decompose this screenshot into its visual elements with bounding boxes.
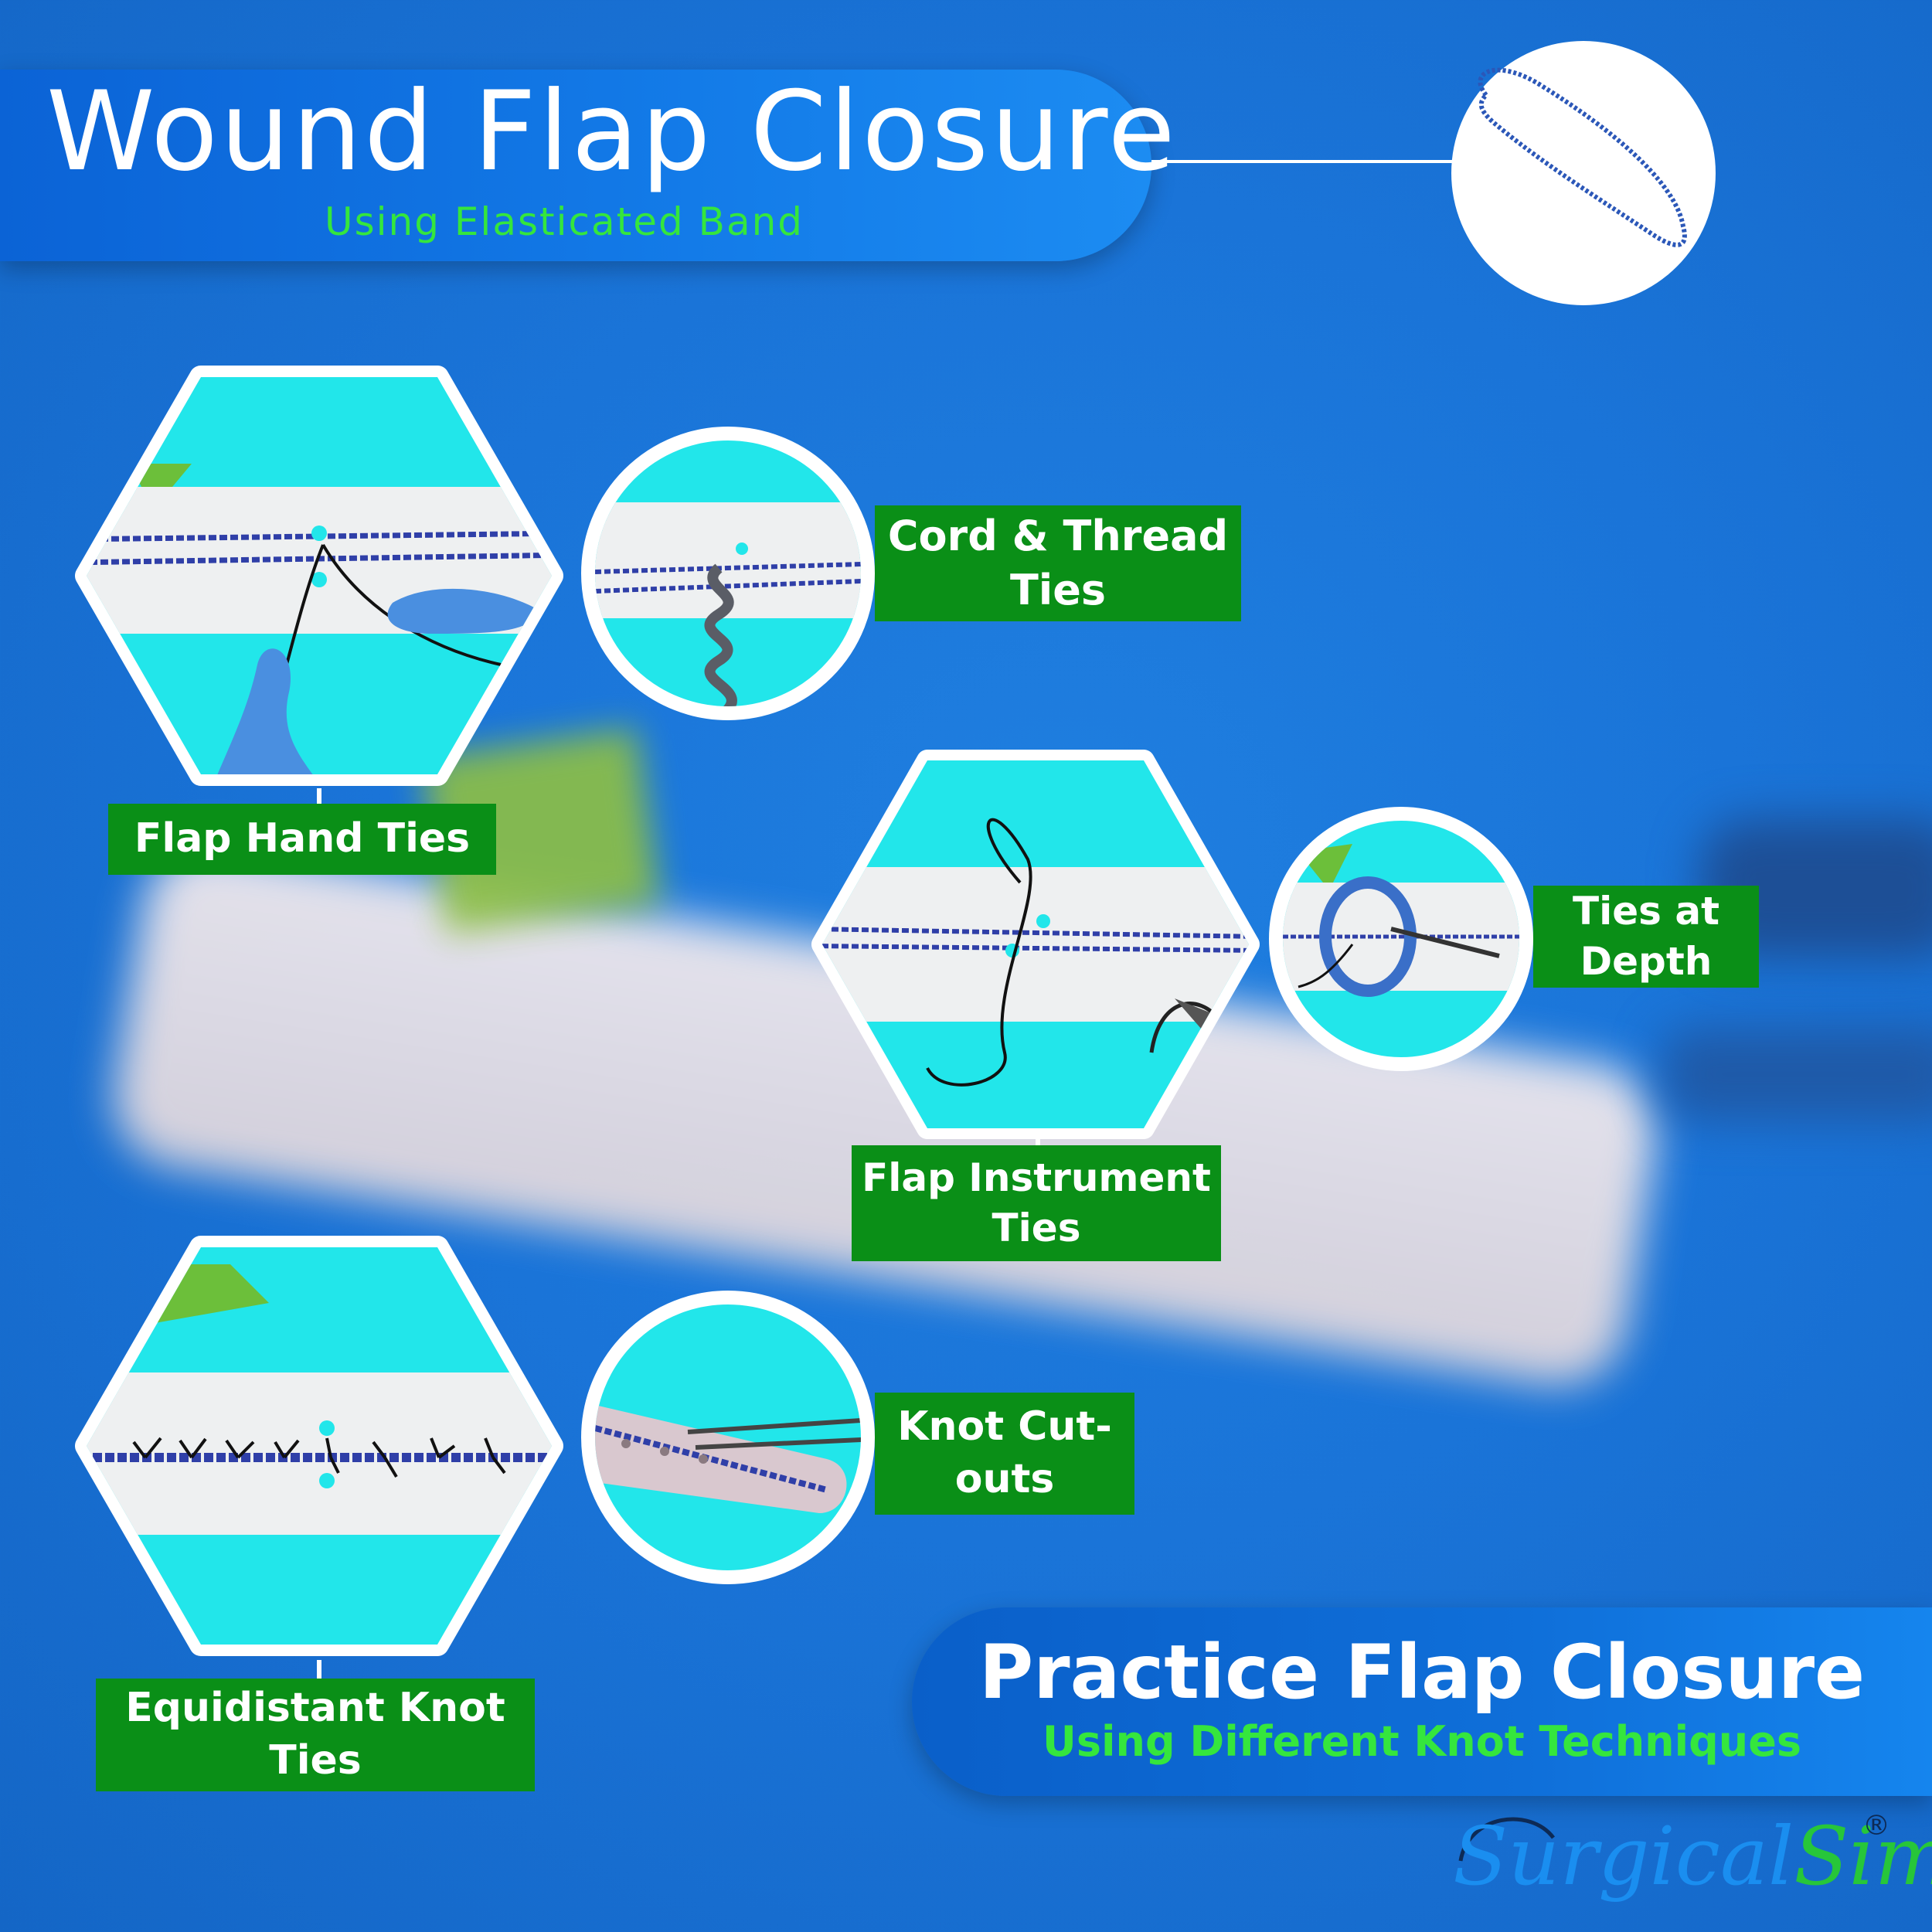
- header-banner: [0, 70, 1151, 261]
- page-subtitle: Using Elasticated Band: [324, 199, 804, 244]
- panel-equidistant-knot-ties: [68, 1226, 570, 1658]
- footer-banner: [912, 1607, 1932, 1796]
- connector-flap-instrument-ties: [1036, 1130, 1040, 1147]
- footer-subtitle: Using Different Knot Techniques: [1043, 1717, 1801, 1766]
- panel-ties-at-depth: [1269, 807, 1533, 1071]
- footer-title: Practice Flap Closure: [978, 1629, 1866, 1716]
- panel-knot-cutouts: [581, 1291, 875, 1584]
- elastic-band-icon: [1478, 67, 1687, 247]
- surgicalsim-logo: SurgicalSim ®: [1453, 1810, 1932, 1909]
- label-flap-instrument-ties: Flap Instrument Ties: [852, 1145, 1221, 1261]
- logo-text-surgical: Surgical: [1453, 1809, 1794, 1903]
- panel-cord-thread-ties: [581, 427, 875, 720]
- page-title: Wound Flap Closure: [46, 68, 1178, 196]
- label-knot-cutouts: Knot Cut-outs: [875, 1393, 1134, 1515]
- label-flap-hand-ties: Flap Hand Ties: [108, 804, 496, 875]
- label-equidistant-knot-ties: Equidistant Knot Ties: [96, 1679, 535, 1791]
- label-ties-at-depth: Ties at Depth: [1533, 886, 1759, 988]
- background-instrument-lower: [1662, 1028, 1932, 1121]
- suture-needle-icon: [1458, 1817, 1555, 1862]
- connector-equidistant-knot-ties: [317, 1660, 321, 1679]
- panel-flap-hand-ties: [68, 355, 570, 788]
- logo-text-sim: Sim: [1794, 1809, 1932, 1903]
- elastic-band-image: [1451, 41, 1716, 305]
- header-connector-line: [1151, 160, 1453, 163]
- connector-flap-hand-ties: [317, 788, 321, 807]
- registered-mark: ®: [1862, 1810, 1890, 1842]
- panel-flap-instrument-ties: [811, 743, 1314, 1176]
- label-cord-thread-ties: Cord & Thread Ties: [875, 505, 1241, 621]
